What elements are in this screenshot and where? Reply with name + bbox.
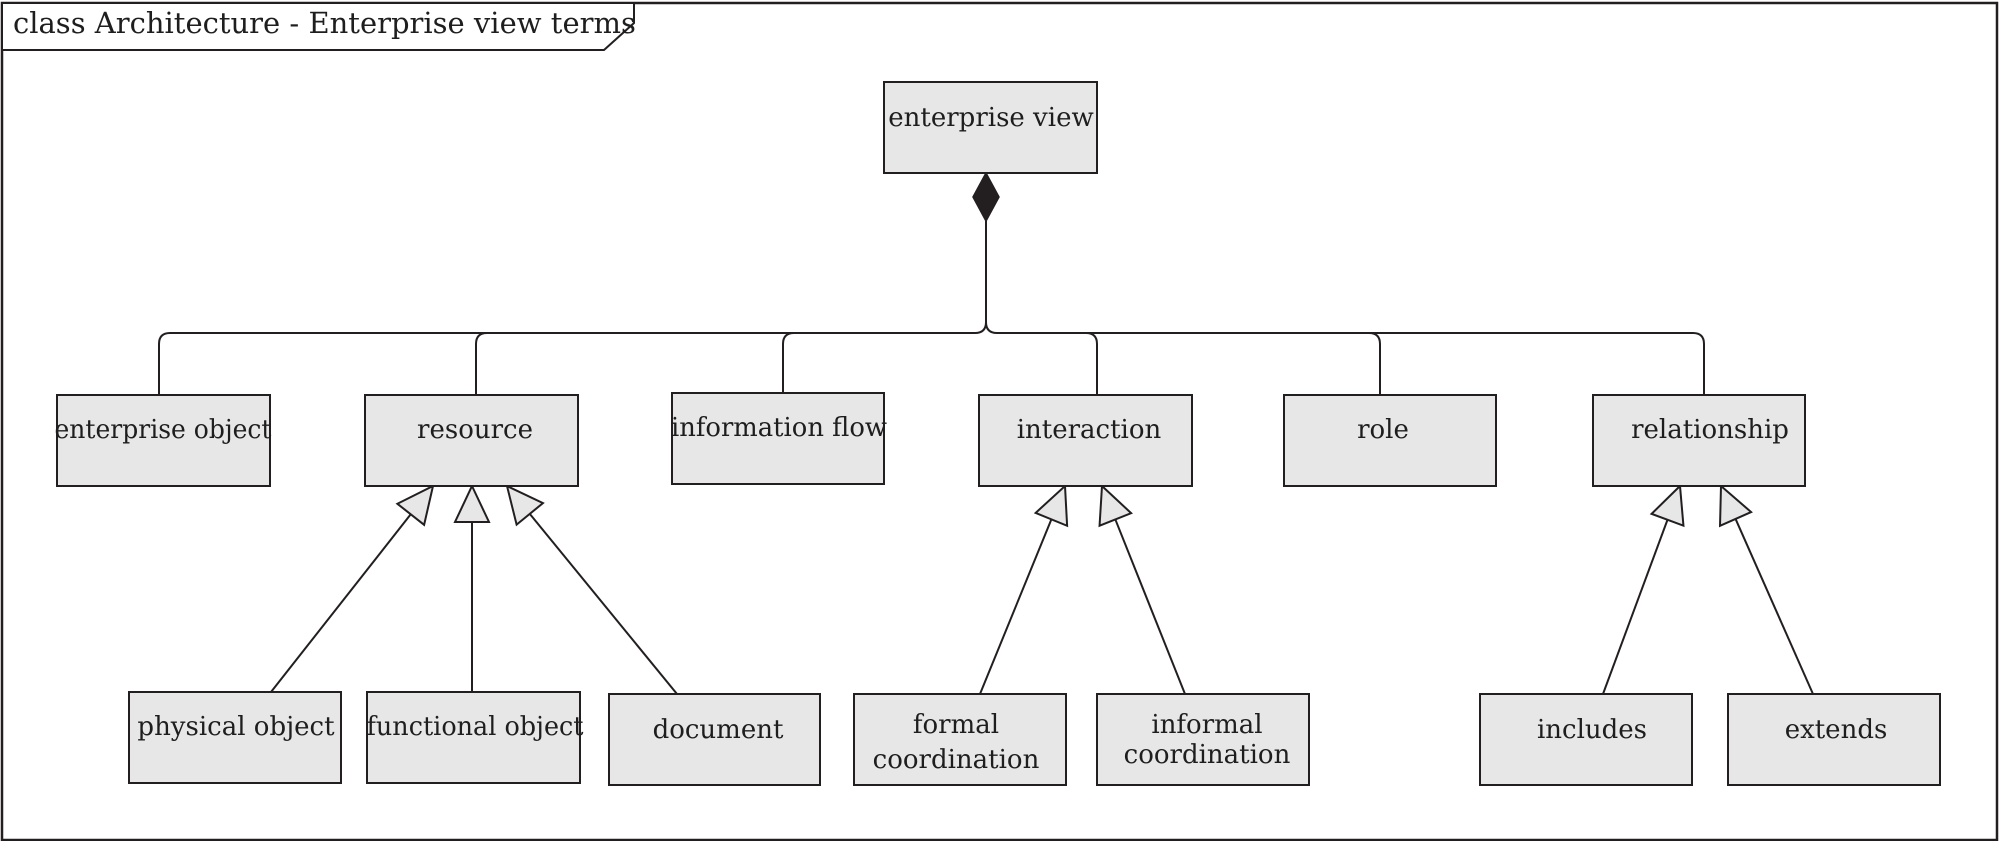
class-includes: includes — [1479, 693, 1693, 786]
class-box — [883, 81, 1098, 174]
composition-link-interaction — [997, 332, 1098, 395]
generalization-line-informal-coordination — [1114, 519, 1186, 695]
class-label: physical object — [137, 712, 335, 742]
class-formal-coordination: formal coordination — [853, 693, 1067, 786]
generalization-line-document — [529, 513, 678, 695]
class-box — [366, 691, 581, 784]
generalization-arrowhead-informal-coordination — [1098, 483, 1133, 528]
class-label: formal — [913, 710, 999, 740]
generalization-arrowhead-physical-object — [395, 484, 435, 527]
class-label: resource — [417, 415, 533, 445]
composition-link-role — [997, 332, 1381, 395]
composition-link-resource — [475, 332, 975, 395]
class-label: coordination — [1124, 740, 1291, 770]
frame-title: class Architecture - Enterprise view ter… — [13, 6, 636, 40]
class-box — [1727, 693, 1941, 786]
generalization-arrowhead-includes — [1649, 483, 1685, 528]
class-box — [1096, 693, 1310, 786]
class-relationship: relationship — [1592, 394, 1806, 487]
class-label: extends — [1785, 715, 1888, 745]
class-enterprise-object: enterprise object — [55, 394, 273, 487]
class-information-flow: information flow — [671, 392, 887, 485]
class-box — [364, 394, 579, 487]
composition-link-information-flow — [782, 332, 975, 393]
class-label: enterprise object — [55, 415, 273, 445]
frame-title-tab — [1, 2, 635, 51]
class-functional-object: functional object — [366, 691, 585, 784]
composition-link-enterprise-object — [158, 332, 975, 395]
generalization-arrowhead-formal-coordination — [1033, 483, 1069, 528]
class-physical-object: physical object — [128, 691, 342, 784]
composition-trunk — [974, 221, 998, 334]
class-box — [56, 394, 271, 487]
class-box — [671, 392, 885, 485]
generalization-arrowhead-document — [505, 484, 545, 527]
composition-link-relationship — [997, 332, 1705, 395]
class-box — [608, 693, 821, 786]
class-label: informal — [1151, 710, 1262, 740]
class-label: enterprise view — [888, 103, 1093, 133]
class-label: interaction — [1017, 415, 1162, 445]
class-box — [1479, 693, 1693, 786]
class-box — [128, 691, 342, 784]
class-box — [1592, 394, 1806, 487]
class-box — [978, 394, 1193, 487]
generalization-arrowhead-extends — [1718, 483, 1753, 528]
class-label: relationship — [1631, 415, 1789, 445]
generalization-arrowhead-functional-object — [453, 483, 491, 523]
class-label: includes — [1537, 715, 1647, 745]
class-label: document — [653, 715, 784, 745]
connectors — [158, 171, 1814, 695]
class-nodes: enterprise view enterprise object resource… — [55, 81, 1941, 786]
generalization-line-formal-coordination — [979, 518, 1053, 695]
class-box — [853, 693, 1067, 786]
class-role: role — [1283, 394, 1497, 487]
class-label: coordination — [873, 745, 1040, 775]
class-document: document — [608, 693, 821, 786]
generalization-line-includes — [1602, 519, 1669, 695]
class-label: functional object — [367, 712, 585, 742]
class-interaction: interaction — [978, 394, 1193, 487]
generalization-line-physical-object — [270, 513, 412, 693]
composition-diamond — [972, 171, 1000, 223]
class-extends: extends — [1727, 693, 1941, 786]
class-enterprise-view: enterprise view — [883, 81, 1098, 174]
class-box — [1283, 394, 1497, 487]
generalization-line-extends — [1734, 518, 1814, 695]
class-label: role — [1357, 415, 1409, 445]
class-label: information flow — [671, 413, 887, 443]
class-resource: resource — [364, 394, 579, 487]
